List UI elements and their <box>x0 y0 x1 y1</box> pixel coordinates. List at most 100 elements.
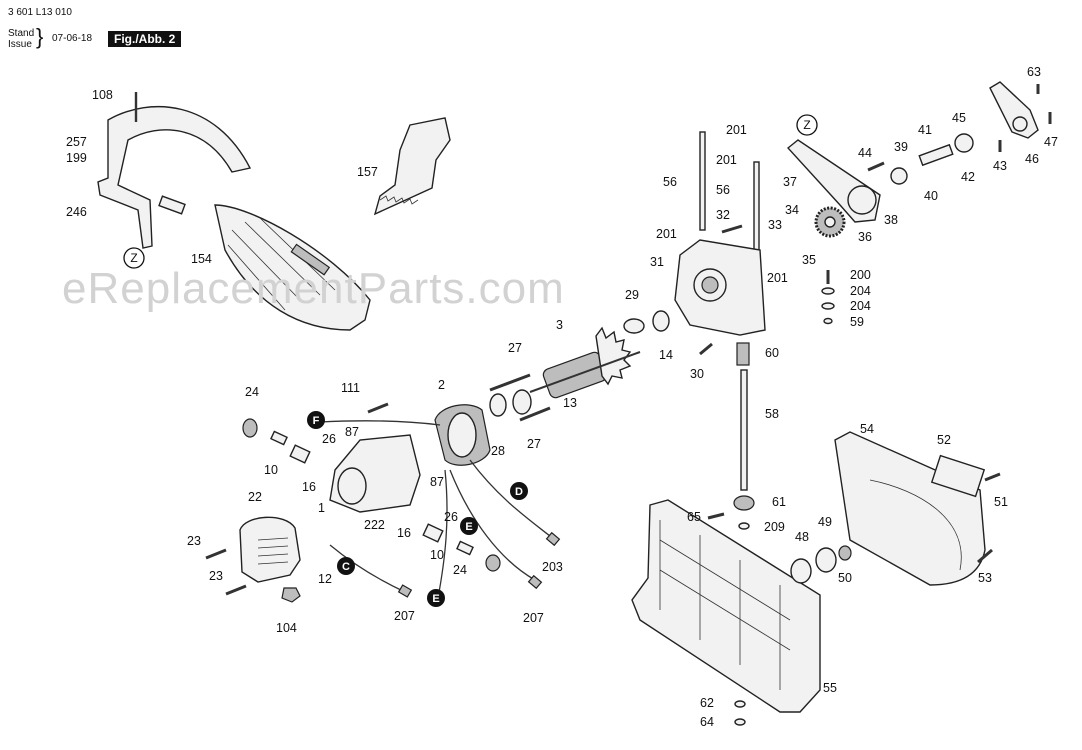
part-label: 30 <box>690 367 704 381</box>
part-label: 38 <box>884 213 898 227</box>
wire-E <box>449 469 536 581</box>
brush-holder-left <box>289 444 311 464</box>
part-label: 23 <box>187 534 201 548</box>
bearing-13 <box>512 389 532 415</box>
flange-48 <box>790 558 812 584</box>
washer-204b <box>821 302 835 310</box>
saw-base <box>631 499 821 713</box>
part-label: 53 <box>978 571 992 585</box>
part-label: 51 <box>994 495 1008 509</box>
issue-date: 07-06-18 <box>52 33 93 44</box>
part-label: 59 <box>850 315 864 329</box>
switch-cover-vents <box>257 537 289 565</box>
connection-badge: F <box>307 411 325 429</box>
part-label: 201 <box>726 123 747 137</box>
part-label: 222 <box>364 518 385 532</box>
section-markers: ZZ <box>123 114 818 269</box>
part-label: 108 <box>92 88 113 102</box>
marker-circle <box>796 114 818 136</box>
part-label: 201 <box>716 153 737 167</box>
screw-27a <box>489 373 531 392</box>
terminal-203 <box>545 531 561 547</box>
part-label: 1 <box>318 501 325 515</box>
part-label: 209 <box>764 520 785 534</box>
screw-44 <box>867 161 885 172</box>
part-label: 55 <box>823 681 837 695</box>
screw-53 <box>977 548 993 564</box>
part-label: 62 <box>700 696 714 710</box>
blade-guard-rear <box>834 431 986 586</box>
stand-label: Stand <box>8 28 35 39</box>
washer-209 <box>738 522 750 530</box>
marker-letter: Z <box>130 251 137 265</box>
wire-F <box>319 420 441 426</box>
guard-bracket <box>158 195 186 215</box>
part-label: 35 <box>802 253 816 267</box>
part-label: 111 <box>341 381 360 395</box>
bearing-28 <box>489 393 507 417</box>
washer-39 <box>890 167 908 185</box>
part-label: 27 <box>527 437 541 451</box>
bearing-14 <box>652 310 670 332</box>
spindle-shaft <box>918 143 954 167</box>
lever-46 <box>989 81 1039 139</box>
brush-cap-right <box>485 554 501 572</box>
section-marker: Z <box>796 114 818 136</box>
part-label: 87 <box>345 425 359 439</box>
drive-gear-hub <box>824 216 836 228</box>
badge-circle <box>510 482 528 500</box>
sleeve-60 <box>736 342 750 366</box>
plate-52 <box>930 454 986 498</box>
part-label: 104 <box>276 621 297 635</box>
guard-handle <box>290 243 331 276</box>
badge-circle <box>307 411 325 429</box>
plate-29 <box>623 318 645 334</box>
screw-23a <box>205 548 227 560</box>
screw-23b <box>225 584 247 596</box>
part-label: 27 <box>508 341 522 355</box>
part-label: 45 <box>952 111 966 125</box>
parts-drawing <box>97 81 1052 726</box>
guide-rod-left <box>699 131 706 231</box>
washer-204a <box>821 287 835 295</box>
part-label: 154 <box>191 252 212 266</box>
badge-circle <box>460 517 478 535</box>
part-label: 204 <box>850 284 871 298</box>
wire-E2 <box>437 469 448 599</box>
part-label: 3 <box>556 318 563 332</box>
part-label: 48 <box>795 530 809 544</box>
part-label: 10 <box>264 463 278 477</box>
part-label: 28 <box>491 444 505 458</box>
part-label: 207 <box>394 609 415 623</box>
part-label: 64 <box>700 715 714 729</box>
nut-50 <box>838 545 852 561</box>
part-label: 36 <box>858 230 872 244</box>
housing-bore-inner <box>701 276 719 294</box>
marker-letter: Z <box>803 118 810 132</box>
part-label: 24 <box>453 563 467 577</box>
part-label: 54 <box>860 422 874 436</box>
part-label: 16 <box>302 480 316 494</box>
part-label: 10 <box>430 548 444 562</box>
part-label: 199 <box>66 151 87 165</box>
part-label: 32 <box>716 208 730 222</box>
document-code: 3 601 L13 010 <box>8 7 72 18</box>
part-label: 34 <box>785 203 799 217</box>
part-label: 22 <box>248 490 262 504</box>
lower-guard-ribs <box>227 217 336 311</box>
badge-circle <box>337 557 355 575</box>
brush-left <box>270 430 288 446</box>
screw-32 <box>721 224 743 234</box>
screw-51 <box>984 472 1001 482</box>
connection-badge: E <box>427 589 445 607</box>
part-label: 26 <box>444 510 458 524</box>
part-label: 63 <box>1027 65 1041 79</box>
terminal-207b <box>527 574 543 590</box>
screw-30 <box>699 342 713 356</box>
part-label: 52 <box>937 433 951 447</box>
part-label: 47 <box>1044 135 1058 149</box>
lead-screw <box>740 369 748 491</box>
